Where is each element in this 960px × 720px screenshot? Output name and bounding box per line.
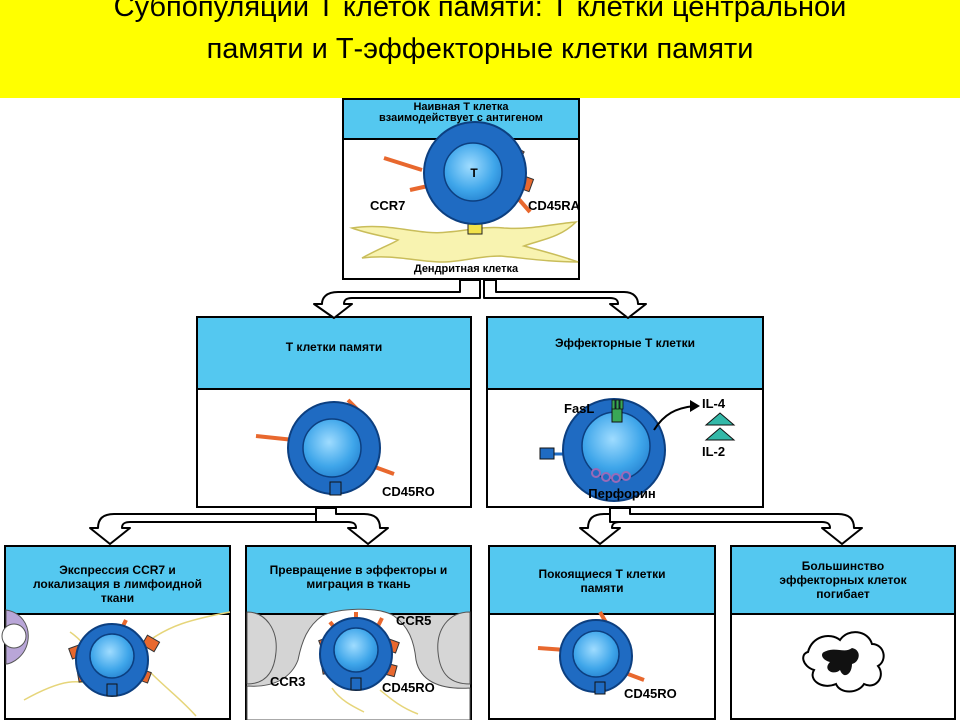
memory-cd45ro-label: CD45RO xyxy=(382,484,435,499)
dying-cell-fragment-icon xyxy=(822,648,859,676)
bottom-panel-death-header: Большинство эффекторных клеток погибает xyxy=(732,547,954,615)
il2-triangle-icon xyxy=(704,427,736,441)
perforin-granules-icon xyxy=(591,468,631,483)
memory-panel-header: Т клетки памяти xyxy=(198,318,470,390)
effector-header-text: Эффекторные Т клетки xyxy=(555,336,695,350)
fasl-label: FasL xyxy=(564,401,594,416)
il2-label: IL-2 xyxy=(702,444,725,459)
ccr5-label: CCR5 xyxy=(396,613,431,628)
bottom-panel-migration-text: Превращение в эффекторы и миграция в тка… xyxy=(269,563,448,591)
il4-label: IL-4 xyxy=(702,396,726,411)
secretion-arrow-icon xyxy=(653,405,695,431)
bottom-panel-migration-header: Превращение в эффекторы и миграция в тка… xyxy=(247,547,470,615)
bottom-panel-ccr7-text: Экспрессия CCR7 и локализация в лимфоидн… xyxy=(32,563,203,605)
il4-triangle-icon xyxy=(704,412,736,426)
effector-panel-header: Эффекторные Т клетки xyxy=(488,318,762,390)
panel3-cd45ro-label: CD45RO xyxy=(624,686,677,701)
memory-header-text: Т клетки памяти xyxy=(285,340,383,354)
naive-ccr7-label: CCR7 xyxy=(370,198,405,213)
naive-cell-letter: T xyxy=(470,166,478,180)
title-banner: Субпопуляции Т клеток памяти: Т клетки ц… xyxy=(0,0,960,98)
bottom-panel-ccr7-header: Экспрессия CCR7 и локализация в лимфоидн… xyxy=(6,547,229,615)
dendritic-cell-label: Дендритная клетка xyxy=(414,263,519,275)
perforin-label: Перфорин xyxy=(588,486,655,501)
dendritic-cell-shape xyxy=(349,221,579,263)
top-branch-arrows xyxy=(313,279,647,319)
endothelium-right-icon xyxy=(437,611,471,685)
bottom-panel-death-text: Большинство эффекторных клеток погибает xyxy=(779,559,907,601)
bottom-panel-resting-header: Покоящиеся Т клетки памяти xyxy=(490,547,714,615)
title-line-2: памяти и Т-эффекторные клетки памяти xyxy=(206,33,754,65)
naive-cd45ra-label: CD45RA xyxy=(528,198,581,213)
ccr3-label: CCR3 xyxy=(270,674,305,689)
panel2-cd45ro-label: CD45RO xyxy=(382,680,435,695)
title-line-1: Субпопуляции Т клеток памяти: Т клетки ц… xyxy=(113,0,847,23)
endothelium-left-icon xyxy=(246,611,277,685)
fasl-receptor-icon xyxy=(611,399,624,423)
naive-header-text: Наивная Т клетка взаимодействует с антиг… xyxy=(379,101,543,124)
right-branch-arrows xyxy=(579,507,863,545)
bottom-panel-resting-text: Покоящиеся Т клетки памяти xyxy=(538,567,666,595)
left-branch-arrows xyxy=(89,507,389,545)
